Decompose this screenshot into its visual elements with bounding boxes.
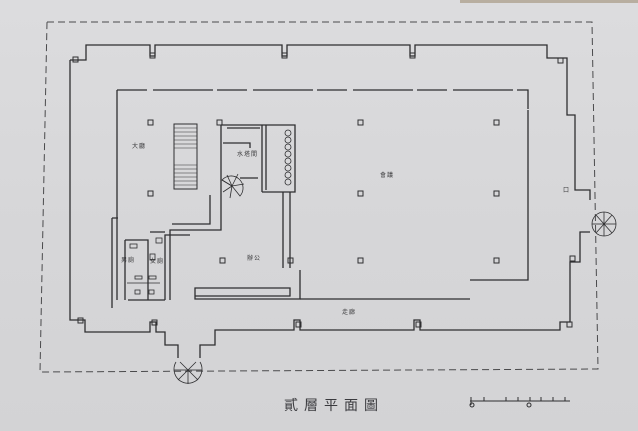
scale-bar — [469, 397, 570, 408]
toilet-walls — [111, 217, 165, 308]
spiral-stair-south — [173, 361, 203, 384]
core-walls — [164, 124, 296, 300]
toilet-fixtures — [127, 237, 163, 295]
columns — [72, 52, 576, 328]
storage-round-elements — [284, 129, 292, 186]
exterior-wall — [69, 44, 591, 358]
site-boundary — [39, 21, 599, 373]
room-label-toilet-left: 男廁 — [121, 257, 136, 264]
room-label-north-west: 大廳 — [132, 143, 147, 150]
spiral-stair-core — [221, 173, 245, 199]
room-label-storage: 水塔間 — [237, 151, 259, 158]
scan-edge — [460, 0, 638, 3]
room-label-main-hall: 會議 — [380, 172, 395, 179]
inner-wall-top — [117, 89, 529, 110]
inner-wall-right — [470, 110, 529, 281]
spiral-stair-east — [591, 211, 617, 237]
svg-text:口: 口 — [563, 187, 569, 194]
stair-treads — [174, 127, 197, 186]
room-label-toilet-right: 女廁 — [150, 258, 165, 265]
straight-stair — [173, 123, 198, 190]
room-label-corridor: 走廊 — [342, 309, 357, 316]
drawing-title: 貳層平面圖 — [284, 398, 384, 414]
room-label-office: 辦公 — [247, 255, 262, 262]
office-walls — [194, 270, 301, 300]
